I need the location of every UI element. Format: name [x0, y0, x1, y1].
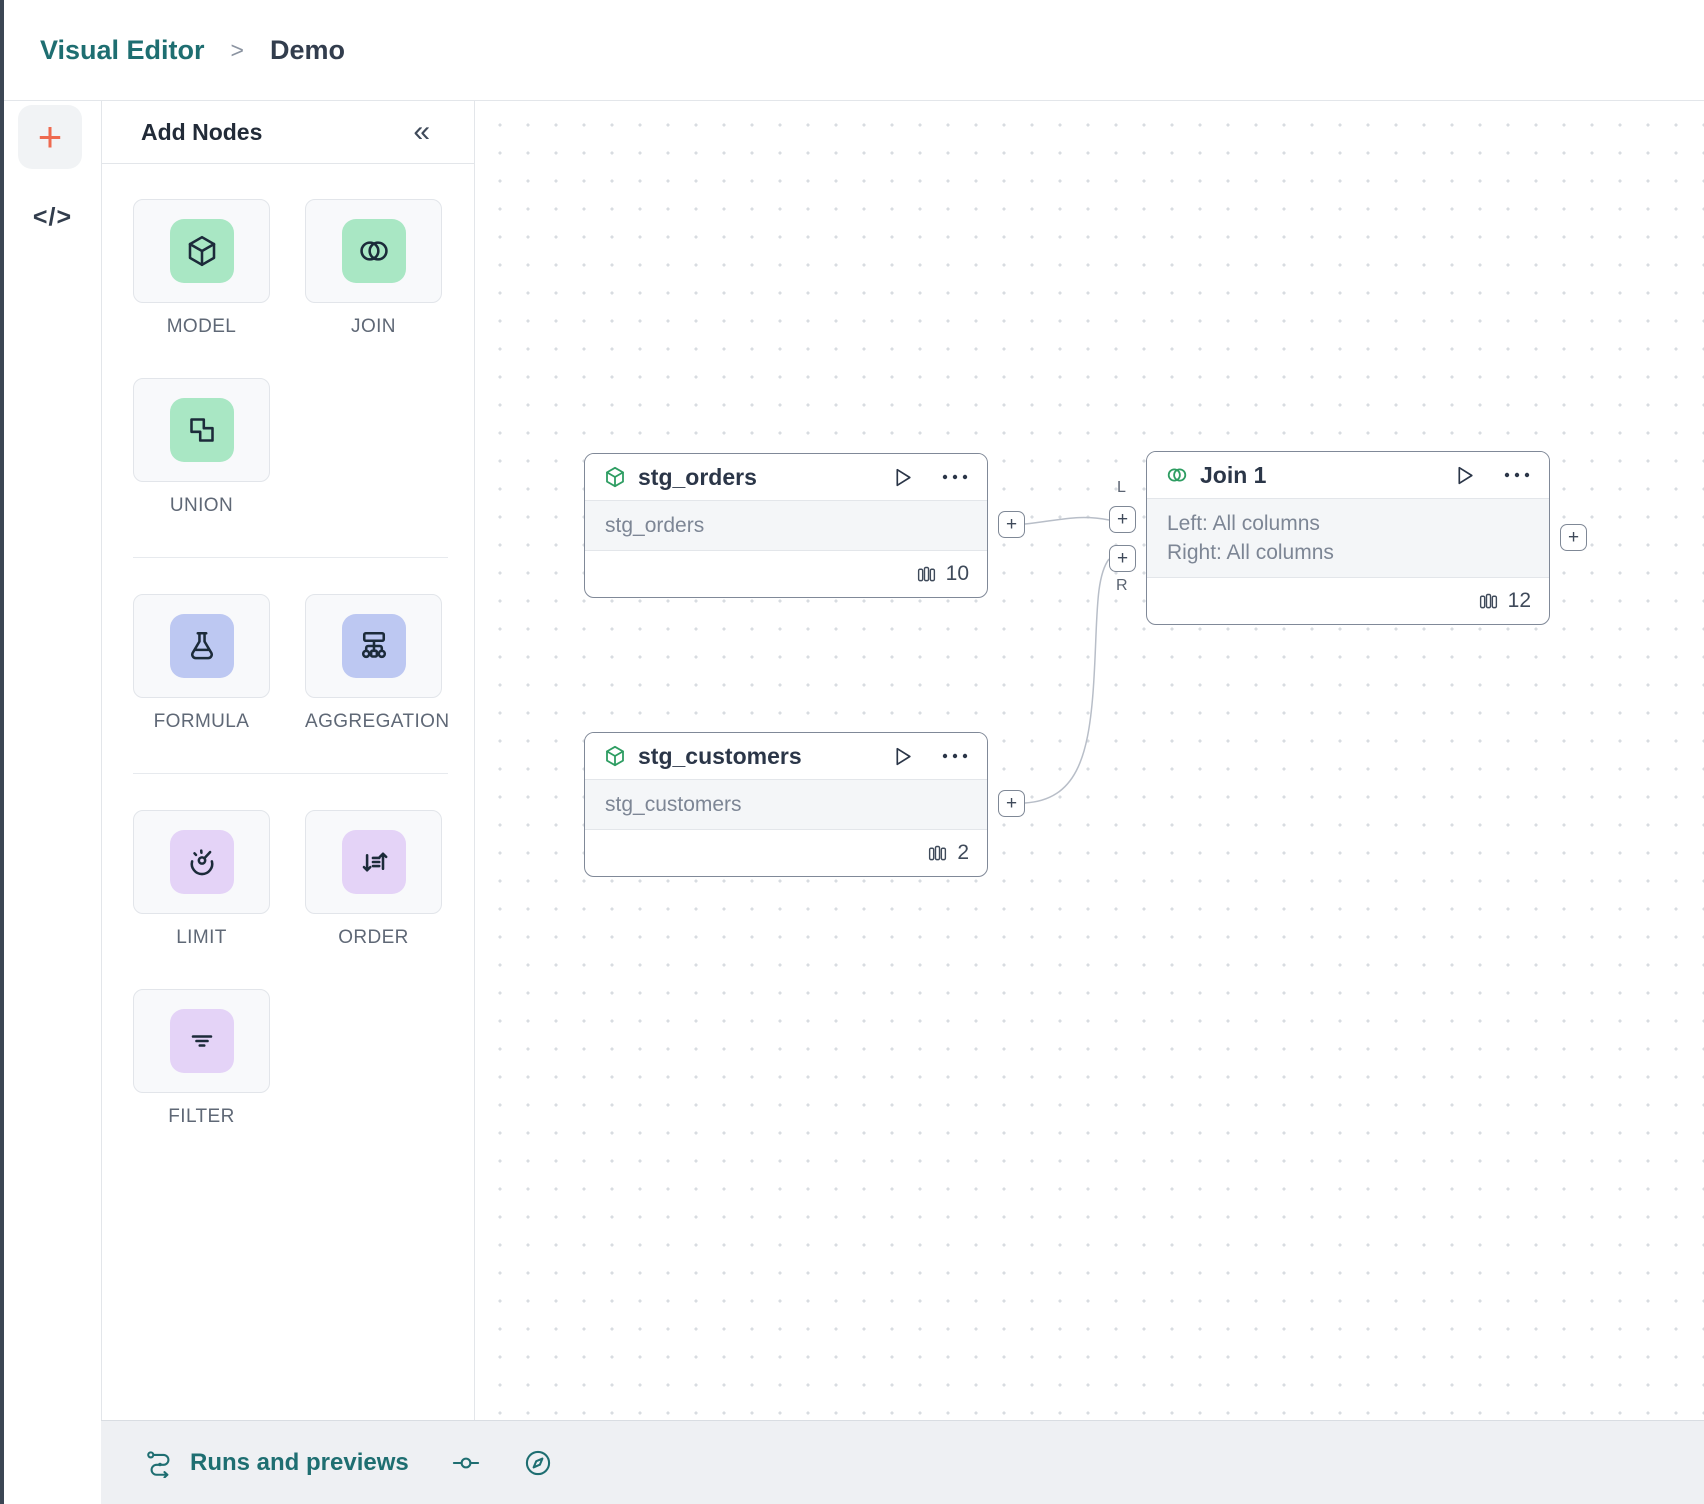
columns-icon — [1479, 593, 1497, 608]
columns-icon — [929, 845, 947, 860]
cube-icon — [188, 235, 215, 267]
run-node-icon[interactable] — [890, 744, 915, 769]
code-view-button[interactable]: </> — [32, 203, 73, 231]
runs-route-icon — [147, 1450, 170, 1478]
port-join-right-input[interactable]: + — [1109, 545, 1136, 572]
node-menu-icon[interactable] — [941, 752, 969, 760]
hierarchy-icon — [361, 631, 386, 659]
gauge-icon — [190, 849, 213, 876]
columns-icon — [917, 566, 935, 581]
left-accent-bar — [0, 0, 4, 1504]
join-circles-icon — [1167, 468, 1187, 482]
port-stg-orders-output[interactable]: + — [998, 511, 1025, 538]
node-header: stg_orders — [585, 454, 987, 500]
column-count: 12 — [1507, 589, 1531, 612]
palette-title: Add Nodes — [141, 118, 263, 145]
node-join-1[interactable]: Join 1 Left: All columns Right: All colu… — [1146, 451, 1550, 625]
node-menu-icon[interactable] — [1503, 471, 1531, 479]
compass-icon[interactable] — [523, 1448, 553, 1478]
node-title: stg_customers — [638, 742, 802, 769]
run-node-icon[interactable] — [890, 465, 915, 490]
join-circles-icon — [359, 241, 388, 261]
node-title: stg_orders — [638, 463, 757, 490]
node-footer: 10 — [585, 551, 987, 597]
filter-lines-icon — [191, 1035, 212, 1047]
status-bar: Runs and previews — [101, 1420, 1704, 1504]
sort-arrows-icon — [362, 852, 387, 872]
palette-group-divider — [133, 773, 448, 774]
join-right-port-label: R — [1116, 577, 1128, 594]
collapse-panel-icon[interactable]: « — [413, 115, 430, 148]
add-nodes-rail-button[interactable]: + — [18, 105, 82, 169]
add-nodes-panel: Add Nodes « MODEL — [101, 101, 475, 1420]
palette-item-label: LIMIT — [176, 927, 227, 948]
node-header: Join 1 — [1147, 452, 1549, 498]
port-stg-customers-output[interactable]: + — [998, 790, 1025, 817]
palette-item-model[interactable]: MODEL — [133, 199, 270, 338]
node-menu-icon[interactable] — [941, 473, 969, 481]
model-cube-icon — [606, 745, 624, 767]
palette-item-filter[interactable]: FILTER — [133, 989, 270, 1128]
node-stg-customers[interactable]: stg_customers stg_customers 2 — [584, 732, 988, 877]
palette-item-order[interactable]: ORDER — [305, 810, 442, 949]
join-left-config: Left: All columns — [1167, 512, 1320, 535]
node-source-row[interactable]: stg_orders — [585, 500, 987, 551]
edge-layer — [1024, 516, 1110, 804]
node-footer: 2 — [585, 830, 987, 876]
palette-item-label: FORMULA — [153, 711, 250, 732]
runs-and-previews-button[interactable]: Runs and previews — [145, 1448, 409, 1478]
node-stg-orders[interactable]: stg_orders stg_orders 10 — [584, 453, 988, 598]
breadcrumb-app-link[interactable]: Visual Editor — [40, 34, 205, 65]
palette-item-label: AGGREGATION — [305, 711, 450, 732]
palette-item-join[interactable]: JOIN — [305, 199, 442, 338]
node-header: stg_customers — [585, 733, 987, 779]
model-cube-icon — [606, 466, 624, 488]
breadcrumb-separator: > — [230, 36, 244, 63]
port-join-output[interactable]: + — [1560, 524, 1587, 551]
palette-item-label: MODEL — [166, 316, 237, 337]
runs-and-previews-label: Runs and previews — [190, 1448, 409, 1476]
edge-customers-to-join — [1024, 558, 1110, 804]
palette-body: MODEL JOIN — [102, 164, 474, 1128]
left-rail: + </> — [4, 101, 101, 1504]
node-source-row[interactable]: stg_customers — [585, 779, 987, 830]
palette-item-limit[interactable]: LIMIT — [133, 810, 270, 949]
palette-item-label: FILTER — [168, 1106, 235, 1127]
palette-item-label: UNION — [169, 495, 234, 516]
node-title: Join 1 — [1200, 461, 1267, 488]
column-count: 10 — [945, 562, 969, 585]
column-count: 2 — [957, 841, 969, 864]
palette-item-aggregation[interactable]: AGGREGATION — [305, 594, 450, 733]
pipeline-canvas[interactable]: stg_orders stg_orders 10 — [476, 101, 1704, 1420]
palette-item-label: ORDER — [338, 927, 409, 948]
node-footer: 12 — [1147, 578, 1549, 624]
node-source-name: stg_orders — [605, 513, 705, 537]
port-join-left-input[interactable]: + — [1109, 506, 1136, 533]
edge-orders-to-join — [1024, 516, 1110, 525]
flask-icon — [190, 631, 213, 660]
palette-item-formula[interactable]: FORMULA — [133, 594, 270, 733]
palette-header: Add Nodes « — [102, 101, 474, 164]
palette-item-label: JOIN — [351, 316, 396, 337]
commit-icon[interactable] — [451, 1448, 481, 1478]
union-shapes-icon — [189, 418, 214, 442]
palette-item-union[interactable]: UNION — [133, 378, 270, 517]
node-source-name: stg_customers — [605, 792, 742, 816]
palette-group-divider — [133, 557, 448, 558]
app-header: Visual Editor > Demo — [4, 0, 1704, 101]
join-config-rows[interactable]: Left: All columns Right: All columns — [1147, 498, 1549, 578]
breadcrumb-page-title: Demo — [269, 34, 345, 65]
join-right-config: Right: All columns — [1167, 541, 1334, 564]
join-left-port-label: L — [1117, 479, 1126, 496]
run-node-icon[interactable] — [1452, 463, 1477, 488]
